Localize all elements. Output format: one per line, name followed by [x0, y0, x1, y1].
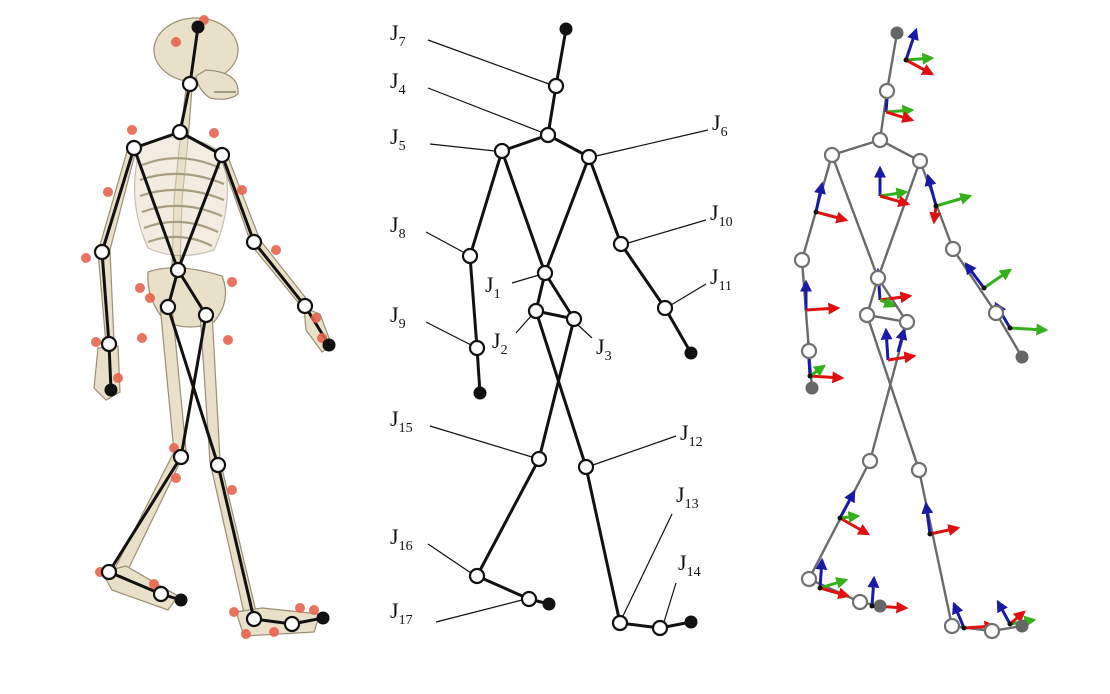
label-leader-lines	[425, 39, 709, 623]
label-j11: J11	[710, 264, 732, 294]
label-j8: J8	[390, 212, 406, 242]
right-links	[800, 31, 1024, 633]
left-panel-skeleton	[81, 15, 336, 639]
label-j15: J15	[390, 406, 413, 436]
right-joints	[793, 26, 1029, 640]
label-j17: J17	[390, 598, 413, 628]
middle-panel-joint-diagram: J7 J4 J5 J6 J8 J10 J11 J1 J9 J2 J3 J15 J…	[390, 20, 733, 637]
label-j9: J9	[390, 302, 406, 332]
label-j6: J6	[712, 110, 728, 140]
middle-links	[468, 27, 693, 630]
label-j2: J2	[492, 328, 508, 358]
middle-joints	[461, 22, 698, 637]
right-arm-bone	[217, 149, 313, 313]
pelvis	[147, 267, 227, 328]
label-j7: J7	[390, 20, 406, 50]
label-j4: J4	[390, 68, 406, 98]
label-j14: J14	[678, 550, 701, 580]
left-joints	[93, 20, 336, 633]
left-leg-bone	[111, 304, 187, 579]
mocap-markers	[81, 15, 327, 639]
label-j13: J13	[676, 482, 699, 512]
ribcage	[133, 136, 229, 257]
label-j5: J5	[390, 124, 406, 154]
right-leg-bone	[199, 311, 259, 623]
label-j16: J16	[390, 524, 413, 554]
label-j10: J10	[710, 200, 733, 230]
label-j3: J3	[596, 334, 612, 364]
joint-labels: J7 J4 J5 J6 J8 J10 J11 J1 J9 J2 J3 J15 J…	[390, 20, 733, 628]
label-j12: J12	[680, 420, 703, 450]
label-j1: J1	[485, 272, 501, 302]
right-panel-frames	[793, 26, 1049, 640]
